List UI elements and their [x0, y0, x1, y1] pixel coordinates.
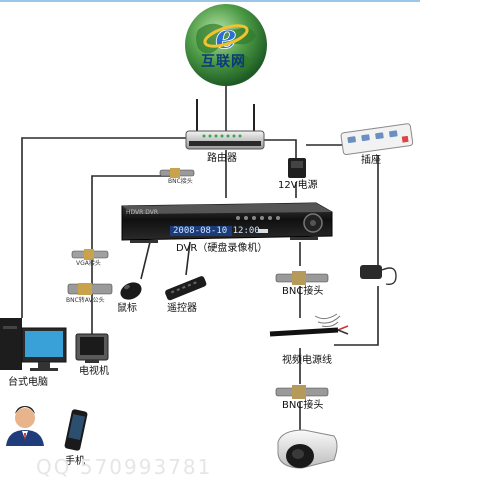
dvr-brand-label: HDVR DVR [126, 209, 158, 216]
power-adapter-label: 12V电源 [278, 180, 318, 191]
watermark-text: QQ 570993781 [36, 455, 213, 479]
internet-explorer-globe-icon: e [203, 17, 249, 57]
cable-dvr-remote [185, 241, 191, 276]
phone-label: 手机 [65, 456, 85, 467]
desktop-pc-label: 台式电脑 [8, 377, 48, 388]
tv-device [75, 333, 109, 363]
desktop-pc-device [0, 318, 67, 371]
tv-label: 电视机 [79, 366, 109, 377]
bnc-top-connector [159, 168, 195, 178]
remote-control-device [165, 276, 207, 301]
internet-label: 互联网 [201, 54, 246, 70]
video-power-cable-device [269, 313, 349, 337]
camera-device [277, 429, 338, 469]
mobile-phone-device [64, 409, 88, 451]
power-strip-device [340, 123, 414, 156]
cable-dvr-mouse [140, 241, 151, 280]
bnc-top-label: BNC接头 [168, 178, 193, 185]
mouse-label: 鼠标 [117, 303, 137, 314]
cable-poweradapter2-videopower [334, 286, 379, 346]
bnc-right-2-label: BNC接头 [282, 400, 324, 411]
bnc-right-1-connector [275, 271, 329, 285]
cable-router-poweradapter [264, 139, 297, 160]
power-adapter-2-device [360, 265, 397, 286]
cable-router-pc [21, 137, 186, 318]
dvr-screen-text: 2008-08-10 12:00 [173, 226, 260, 236]
av-connector-label: BNC转AV公头 [66, 297, 105, 304]
router-device [185, 99, 265, 150]
av-connector [67, 283, 113, 295]
remote-label: 遥控器 [167, 303, 197, 314]
router-label: 路由器 [207, 153, 237, 164]
video-power-cable-label: 视频电源线 [282, 355, 332, 366]
bnc-right-1-label: BNC接头 [282, 286, 324, 297]
dvr-label: DVR（硬盘录像机） [176, 243, 268, 254]
top-border-strip [0, 0, 420, 2]
dvr-device [121, 202, 333, 243]
bnc-left-connector [71, 249, 109, 260]
cables [21, 82, 379, 430]
power-strip-label: 插座 [361, 155, 381, 166]
mouse-device [120, 282, 142, 300]
cable-dvr-bnc-top [91, 175, 178, 256]
power-adapter-device [288, 158, 306, 178]
user-person-icon [6, 406, 44, 446]
bnc-right-2-connector [275, 385, 329, 399]
internet-globe: e [185, 4, 267, 86]
vga-connector-label: VGA接头 [76, 260, 101, 267]
